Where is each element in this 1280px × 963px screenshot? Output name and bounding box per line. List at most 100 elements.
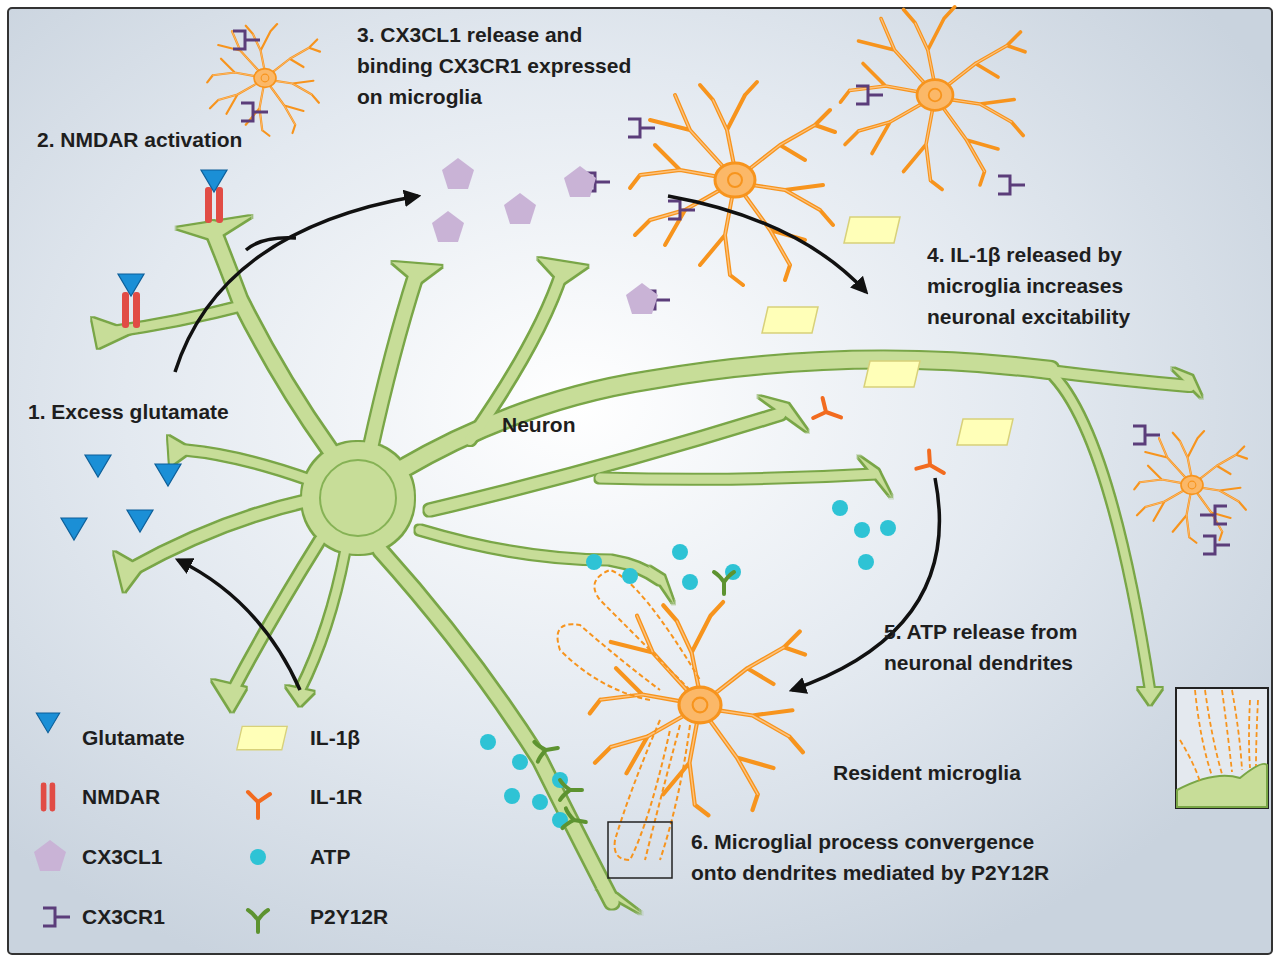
neuron-illustration: [538, 258, 588, 284]
cx3cr1-receptor: [233, 31, 1230, 554]
cx3cr1-receptor: [241, 103, 268, 121]
cx3cr1-receptor: [1200, 506, 1227, 524]
microglia-cell: [630, 82, 835, 285]
neuron-illustration: [110, 228, 1190, 902]
legend-entry: CX3CL1: [82, 841, 163, 872]
p2y12r-receptor: [534, 738, 559, 762]
cx3cr1-receptor: [668, 201, 695, 219]
legend-symbol: [41, 783, 55, 812]
legend-label: ATP: [310, 845, 350, 868]
zoom-inset: [1180, 690, 1258, 782]
il1b-cytokine: [844, 217, 900, 243]
atp-molecule: [622, 568, 638, 584]
neuron-illustration: [370, 275, 416, 450]
neuron-illustration: [648, 566, 674, 604]
neuron-illustration: [400, 360, 1050, 470]
process-arrow: [246, 238, 296, 250]
neuron-illustration: [300, 552, 345, 690]
atp-molecule: [832, 500, 848, 516]
neuron-illustration: [302, 442, 414, 554]
microglia-cell: [207, 7, 1247, 815]
step-label: 1. Excess glutamate: [28, 396, 328, 427]
atp-molecule: [880, 520, 896, 536]
neuron-illustration: [758, 396, 808, 432]
cx3cr1-receptor: [998, 176, 1025, 194]
legend-label: Glutamate: [82, 726, 185, 749]
zoom-inset: [1249, 700, 1258, 768]
p2y12r-receptor: [534, 572, 734, 832]
neuron-illustration: [380, 550, 612, 902]
atp-molecule: [858, 554, 874, 570]
il1b-cytokine: [864, 361, 920, 387]
microglia-dashed-process: [558, 570, 701, 860]
neuron-illustration: [858, 456, 892, 498]
microglia-dashed-process: [558, 624, 661, 700]
cx3cl1-ligand: [432, 211, 464, 242]
atp-molecule: [532, 794, 548, 810]
cx3cr1-receptor: [1203, 536, 1230, 554]
legend-entry: CX3CR1: [82, 901, 165, 932]
legend-symbol: [34, 840, 66, 871]
cx3cr1-receptor: [1133, 426, 1160, 444]
cx3cl1-ligand: [564, 166, 596, 197]
legend-symbol: [237, 726, 287, 749]
neuron-illustration: [1172, 368, 1202, 398]
zoom-inset: [1176, 688, 1268, 808]
step-label: 3. CX3CL1 release and binding CX3CR1 exp…: [357, 19, 657, 112]
figure-frame: [8, 8, 1272, 954]
atp-molecule: [586, 554, 602, 570]
zoom-inset: [1177, 764, 1267, 807]
microglia-cell: [207, 24, 320, 136]
legend-label: IL-1R: [310, 785, 363, 808]
step-label: 6. Microglial process convergence onto d…: [691, 826, 1056, 888]
cx3cl1-ligand: [432, 158, 658, 314]
il1r-receptor: [916, 450, 950, 482]
microglia-cell: [590, 602, 805, 815]
atp-molecule: [672, 544, 688, 560]
neuron-illustration: [212, 680, 246, 712]
microglia-dashed-process: [615, 720, 670, 860]
cx3cr1-receptor: [628, 119, 655, 137]
legend-label: CX3CL1: [82, 845, 163, 868]
neuron-illustration: [185, 450, 310, 480]
process-arrow: [668, 196, 866, 292]
microglia-dashed-process: [645, 725, 690, 860]
legend-entry: ATP: [310, 841, 350, 872]
il1r-receptor: [813, 397, 845, 427]
process-arrow: [175, 196, 418, 372]
legend-symbol: [34, 713, 287, 932]
neuron-illustration: [92, 216, 1202, 914]
zoom-inset: [1176, 688, 1268, 808]
zoom-inset: [1222, 690, 1242, 772]
glutamate-molecule: [61, 170, 227, 540]
legend-symbol: [43, 908, 70, 926]
neuron-illustration: [176, 216, 252, 240]
atp-molecule: [512, 754, 528, 770]
legend-symbol: [248, 910, 268, 932]
neuron-illustration: [92, 216, 1202, 914]
zoom-inset: [1180, 740, 1200, 782]
cx3cl1-ligand: [626, 283, 658, 314]
glutamate-molecule: [155, 464, 181, 486]
neuron-illustration: [212, 228, 330, 450]
neuron-illustration: [1138, 688, 1162, 705]
legend-entry: IL-1β: [310, 722, 360, 753]
microglia-cell: [841, 7, 1026, 190]
il1r-receptor: [813, 397, 950, 481]
neuron-illustration: [130, 500, 310, 570]
legend-symbol: [248, 792, 270, 818]
cx3cl1-ligand: [442, 158, 474, 189]
neuron-illustration: [168, 436, 192, 466]
p2y12r-receptor: [560, 780, 582, 800]
atp-molecule: [504, 788, 520, 804]
atp-molecule: [480, 734, 496, 750]
legend-label: P2Y12R: [310, 905, 388, 928]
neuron-illustration: [430, 414, 780, 510]
step-label: 2. NMDAR activation: [37, 124, 337, 155]
legend-entry: P2Y12R: [310, 901, 388, 932]
nmdar-receptor: [122, 292, 140, 328]
cx3cl1-ligand: [504, 193, 536, 224]
p2y12r-receptor: [714, 572, 734, 594]
microglia-dashed-process: [594, 570, 700, 690]
